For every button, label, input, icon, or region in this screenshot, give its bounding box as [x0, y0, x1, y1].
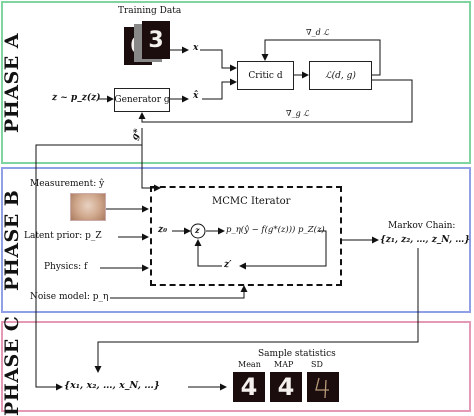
training-data-label: Training Data — [118, 6, 182, 16]
arrow-likelihood-to-zprime — [239, 230, 327, 270]
z-prior-label: z ~ p_z(z) — [52, 93, 101, 103]
markov-chain-label: Markov Chain: — [388, 221, 456, 231]
arrow-gstar-to-samples — [35, 144, 142, 391]
physics-label: Physics: f — [44, 262, 88, 272]
measurement-image — [70, 193, 106, 221]
generator-box: Generator g — [114, 88, 170, 112]
x-hat-label: x̂ — [193, 91, 199, 101]
likelihood-label: p_η(ŷ − f(g*(z))) p_Z(z) — [226, 225, 325, 235]
mean-image: 4 — [233, 372, 265, 402]
latent-prior-label: Latent prior: p_Z — [24, 231, 102, 241]
map-image: 4 — [270, 372, 302, 402]
arrow-zprime-to-z — [194, 239, 222, 267]
grad-g-label: ∇_g ℒ — [286, 109, 310, 118]
arrow-xhat-to-critic — [202, 78, 237, 100]
mcmc-iterator-box — [150, 186, 342, 286]
map-label: MAP — [274, 360, 294, 369]
training-digit-3: 3 — [142, 21, 170, 59]
samples-label: {x₁, x₂, …, x_N, …} — [64, 380, 160, 391]
arrow-grad-d — [261, 39, 381, 76]
mcmc-title: MCMC Iterator — [212, 196, 291, 207]
phase-b-panel — [1, 167, 471, 313]
z-summation-node — [190, 223, 206, 239]
arrow-noise — [110, 285, 248, 299]
sd-label: SD — [311, 360, 323, 369]
phase-c-panel — [1, 321, 471, 412]
training-data-stack: 0 3 — [124, 21, 170, 67]
sd-image — [307, 372, 339, 402]
z-node-label: z — [195, 225, 200, 235]
measurement-label: Measurement: ŷ — [30, 179, 105, 189]
z0-label: z₀ — [158, 225, 168, 235]
noise-model-label: Noise model: p_η — [30, 292, 109, 302]
z-prime-label: z′ — [224, 260, 232, 270]
phase-a-panel — [1, 1, 471, 164]
x-label: x — [193, 43, 199, 53]
arrow-grad-g — [138, 79, 413, 123]
loss-box: ℒ(d, g) — [309, 61, 372, 90]
chain-label: {z₁, z₂, …, z_N, …} — [380, 235, 471, 245]
mean-label: Mean — [238, 360, 261, 369]
sd-digit-outline-icon — [315, 377, 329, 399]
sample-statistics-title: Sample statistics — [258, 349, 336, 359]
grad-d-label: ∇_d ℒ — [306, 28, 330, 37]
critic-box: Critic d — [237, 61, 294, 90]
arrow-chain-to-samples — [94, 248, 419, 373]
arrow-x-to-critic — [200, 49, 237, 72]
arrow-gstar-to-mcmc — [141, 128, 161, 192]
